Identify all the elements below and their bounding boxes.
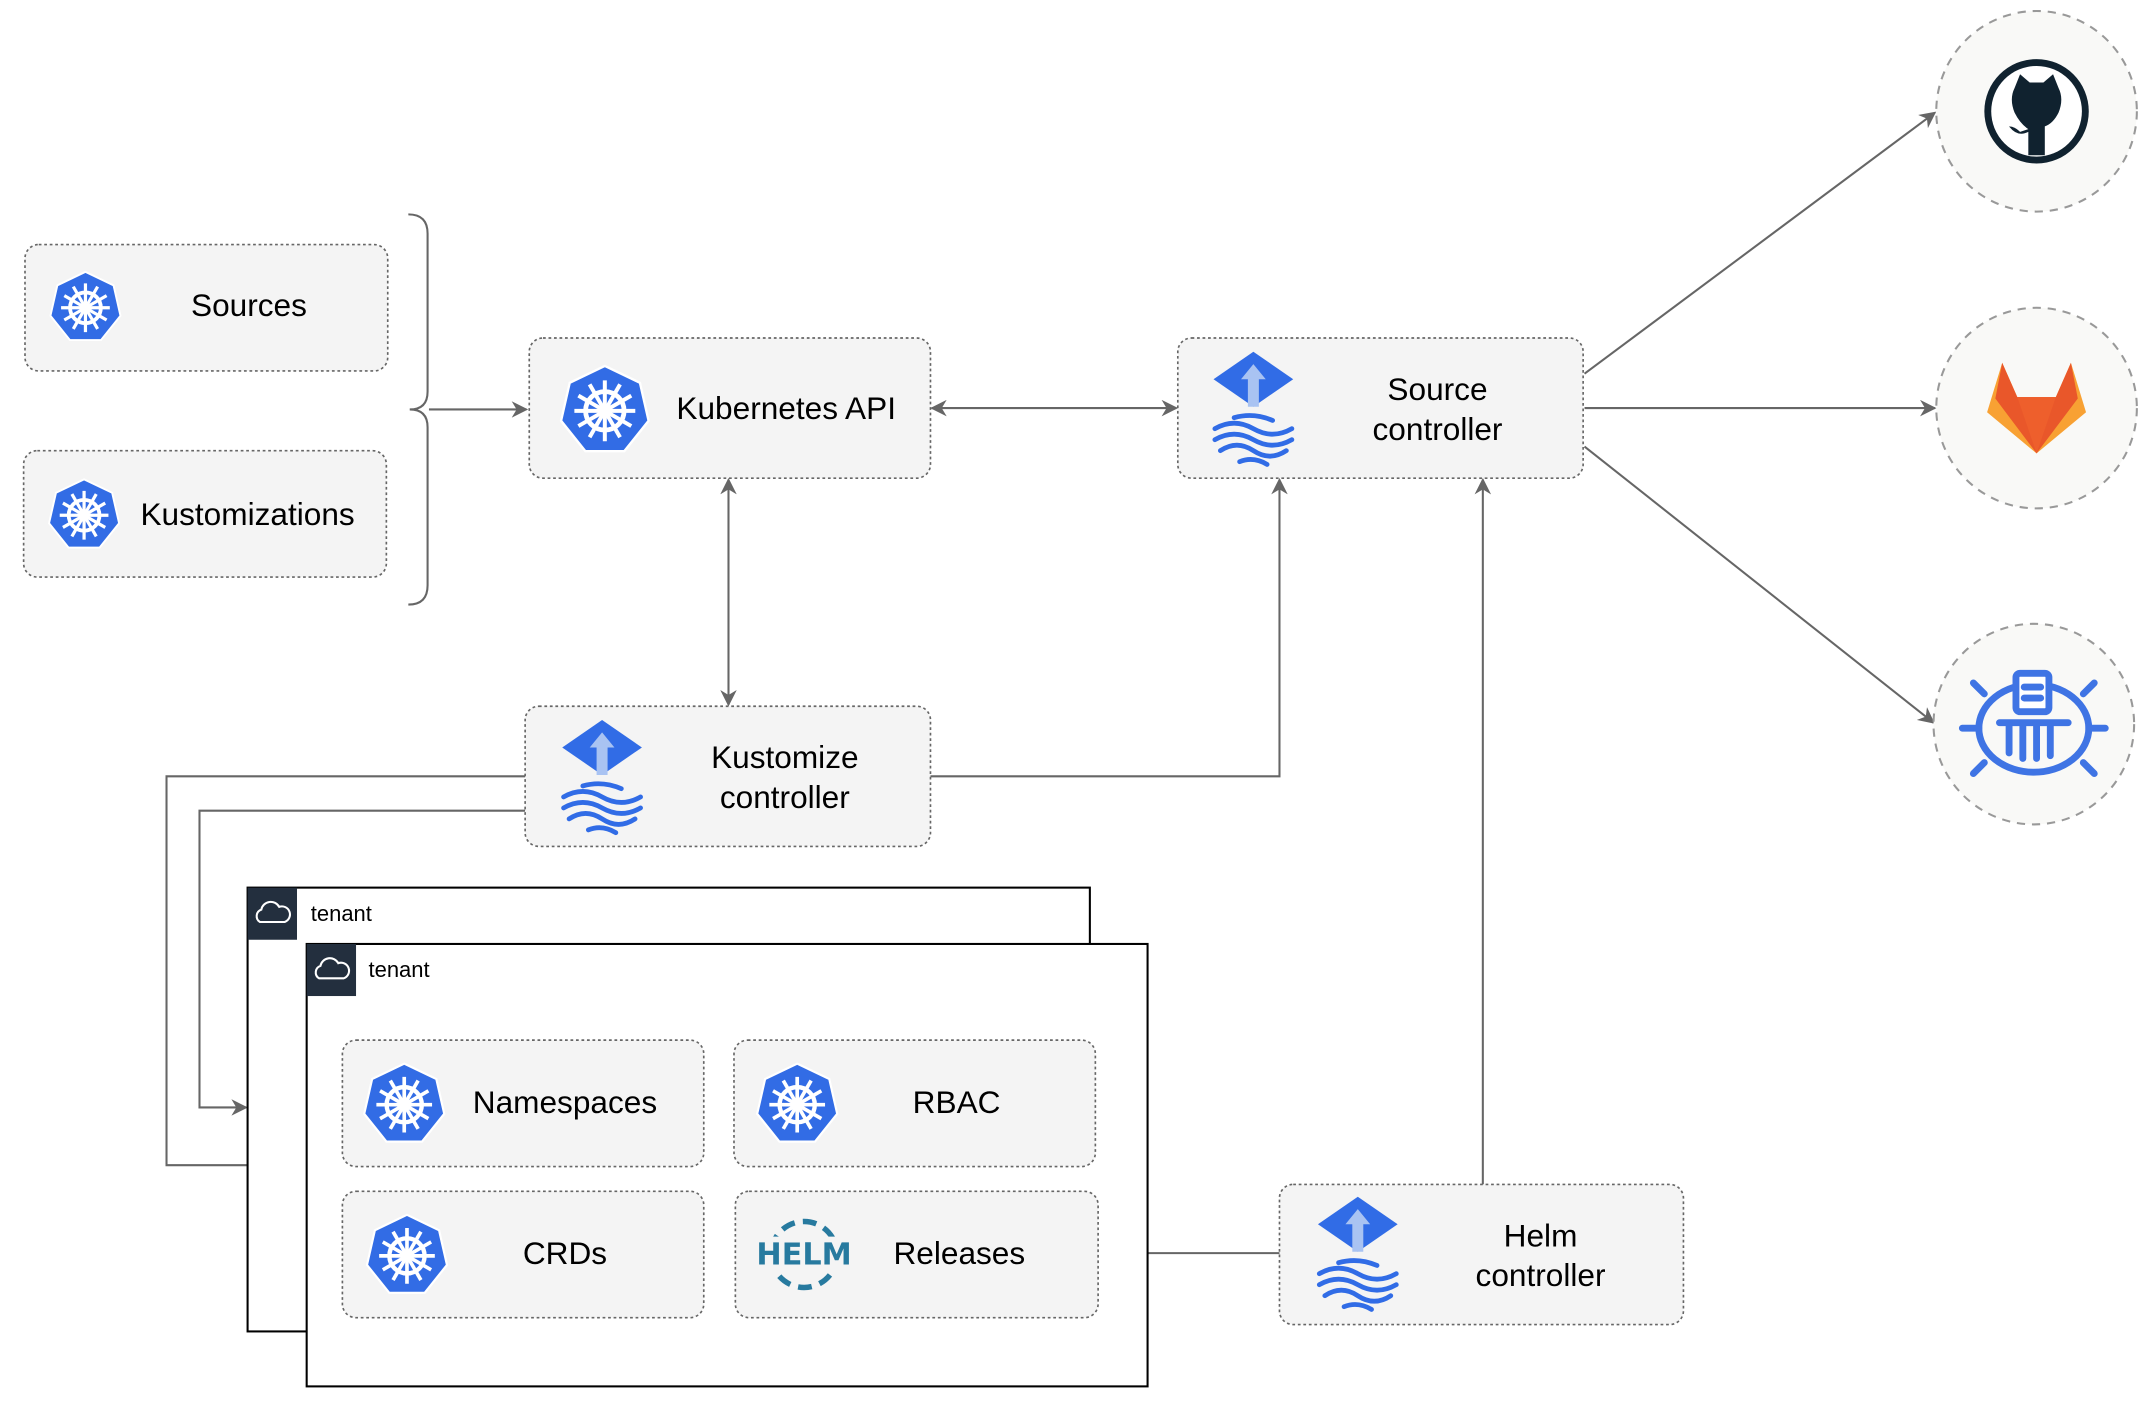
tenant-front: tenant Namespaces RBAC CRDs HELM Release… <box>305 942 1149 1388</box>
github-icon <box>1984 59 2089 164</box>
namespaces-label: Namespaces <box>473 1084 657 1120</box>
source-controller-label-2: controller <box>1373 411 1503 447</box>
source-controller-node[interactable]: Source controller <box>1176 337 1584 479</box>
gitlab-node[interactable] <box>1935 306 2138 510</box>
github-node[interactable] <box>1935 9 2138 213</box>
kustomize-controller-node[interactable]: Kustomize controller <box>524 705 932 848</box>
namespaces-node[interactable]: Namespaces <box>341 1039 705 1168</box>
releases-label: Releases <box>893 1235 1025 1271</box>
bucket-icon <box>1958 669 2109 778</box>
inputs-brace <box>408 213 429 606</box>
crds-label: CRDs <box>523 1235 607 1271</box>
helm-icon: HELM <box>756 1218 852 1291</box>
gitlab-icon <box>1987 362 2087 454</box>
kubernetes-api-node[interactable]: Kubernetes API <box>528 337 932 479</box>
kustomize-controller-label-2: controller <box>720 779 850 815</box>
edge-kustomize-to-tenant-back <box>198 809 526 1116</box>
edge-source-to-github <box>1583 111 1937 375</box>
tenant-label: tenant <box>369 957 430 982</box>
helm-controller-node[interactable]: Helm controller <box>1278 1183 1685 1326</box>
kustomizations-node[interactable]: Kustomizations <box>22 449 388 578</box>
edge-kustomize-to-tenant-front <box>165 775 526 1174</box>
tenant-label: tenant <box>311 901 372 926</box>
bucket-node[interactable] <box>1932 622 2136 826</box>
kustomize-controller-label-1: Kustomize <box>711 739 858 775</box>
rbac-node[interactable]: RBAC <box>733 1039 1097 1168</box>
rbac-label: RBAC <box>913 1084 1001 1120</box>
cloud-icon <box>247 887 298 940</box>
edge-source-to-bucket <box>1583 445 1935 724</box>
sources-label: Sources <box>191 287 307 323</box>
crds-node[interactable]: CRDs <box>341 1190 705 1319</box>
sources-node[interactable]: Sources <box>24 243 389 372</box>
helm-controller-label-2: controller <box>1476 1257 1606 1293</box>
cloud-icon <box>306 943 357 997</box>
kubernetes-api-label: Kubernetes API <box>676 390 896 426</box>
source-controller-label-1: Source <box>1387 371 1487 407</box>
helm-controller-label-1: Helm <box>1504 1217 1578 1253</box>
svg-text:HELM: HELM <box>756 1237 851 1272</box>
releases-node[interactable]: HELM Releases <box>734 1190 1099 1319</box>
edge-kustomize-to-source <box>930 477 1288 778</box>
kustomizations-label: Kustomizations <box>140 496 354 532</box>
